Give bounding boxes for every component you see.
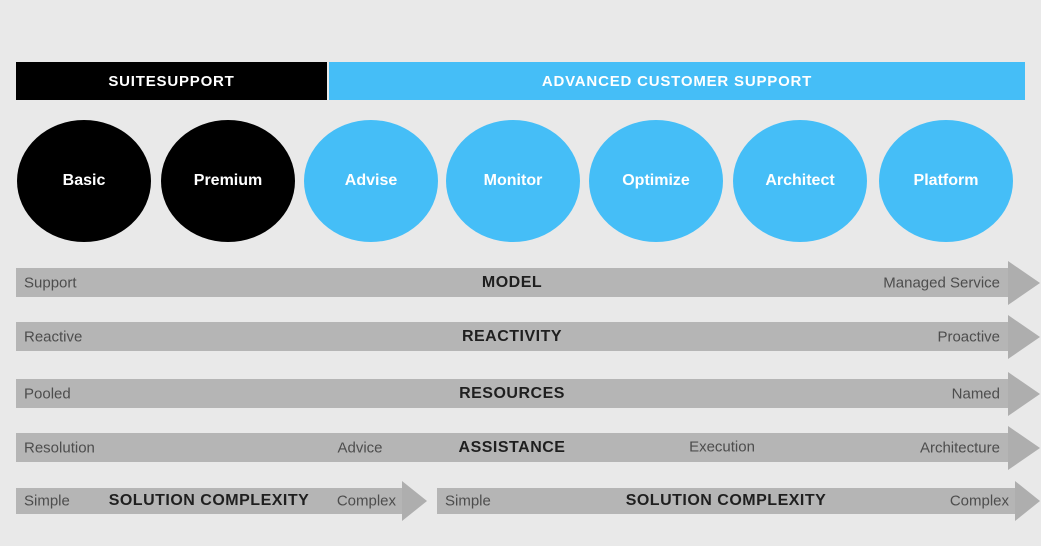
solution-complexity-right-simple-label: Simple	[445, 492, 491, 510]
right-arrow-icon	[1008, 314, 1040, 359]
resources-left-label: Pooled	[24, 385, 71, 402]
assistance-right-label: Architecture	[919, 439, 1000, 456]
solution-complexity-right-complex-label: Complex	[949, 492, 1009, 510]
solution-complexity-left-complex-label: Complex	[336, 492, 396, 510]
assistance-left-label: Resolution	[24, 439, 95, 456]
resources-title: RESOURCES	[459, 384, 565, 402]
model-arrow: Support MODEL Managed Service	[16, 260, 1040, 305]
circle-architect: Architect	[733, 120, 867, 242]
reactivity-arrow: Reactive REACTIVITY Proactive	[16, 314, 1040, 359]
right-arrow-icon	[1008, 371, 1040, 416]
assistance-advice-label: Advice	[337, 439, 383, 456]
resources-arrow-shaft: Pooled RESOURCES Named	[16, 379, 1008, 408]
model-left-label: Support	[24, 274, 77, 291]
assistance-title: ASSISTANCE	[458, 438, 566, 456]
resources-arrow: Pooled RESOURCES Named	[16, 371, 1040, 416]
reactivity-title: REACTIVITY	[461, 327, 563, 345]
model-right-label: Managed Service	[883, 274, 1000, 291]
right-arrow-icon	[402, 481, 427, 521]
advanced-customer-support-header-label: ADVANCED CUSTOMER SUPPORT	[541, 72, 813, 90]
circle-platform: Platform	[879, 120, 1013, 242]
solution-complexity-arrow-right: Simple SOLUTION COMPLEXITY Complex	[437, 481, 1040, 521]
right-arrow-icon	[1008, 260, 1040, 305]
right-arrow-icon	[1015, 481, 1040, 521]
solution-complexity-right-title: SOLUTION COMPLEXITY	[625, 492, 827, 509]
solution-complexity-left-shaft: Simple SOLUTION COMPLEXITY Complex	[16, 488, 402, 514]
solution-complexity-right-shaft: Simple SOLUTION COMPLEXITY Complex	[437, 488, 1015, 514]
circle-advise: Advise	[304, 120, 438, 242]
reactivity-right-label: Proactive	[937, 328, 1000, 345]
reactivity-arrow-shaft: Reactive REACTIVITY Proactive	[16, 322, 1008, 351]
reactivity-left-label: Reactive	[24, 328, 83, 345]
circle-premium: Premium	[161, 120, 295, 242]
solution-complexity-left-title: SOLUTION COMPLEXITY	[108, 492, 310, 509]
assistance-arrow-shaft: Resolution Advice ASSISTANCE Execution A…	[16, 433, 1008, 462]
circle-optimize: Optimize	[589, 120, 723, 242]
model-arrow-shaft: Support MODEL Managed Service	[16, 268, 1008, 297]
circle-monitor: Monitor	[446, 120, 580, 242]
circle-premium-label: Premium	[193, 172, 263, 189]
suitesupport-header: SUITESUPPORT	[16, 62, 327, 100]
advanced-customer-support-header: ADVANCED CUSTOMER SUPPORT	[329, 62, 1025, 100]
circle-architect-label: Architect	[765, 172, 835, 189]
model-title: MODEL	[481, 273, 543, 291]
circle-advise-label: Advise	[344, 172, 398, 189]
circle-basic-label: Basic	[62, 172, 106, 189]
resources-right-label: Named	[951, 385, 1000, 402]
circle-monitor-label: Monitor	[483, 172, 543, 189]
circle-optimize-label: Optimize	[622, 172, 690, 189]
solution-complexity-left-simple-label: Simple	[24, 492, 70, 510]
assistance-arrow: Resolution Advice ASSISTANCE Execution A…	[16, 425, 1040, 470]
right-arrow-icon	[1008, 425, 1040, 470]
circle-platform-label: Platform	[913, 172, 979, 189]
assistance-execution-label: Execution	[689, 438, 755, 455]
solution-complexity-arrow-left: Simple SOLUTION COMPLEXITY Complex	[16, 481, 427, 521]
circle-basic: Basic	[17, 120, 151, 242]
suitesupport-header-label: SUITESUPPORT	[108, 72, 235, 90]
